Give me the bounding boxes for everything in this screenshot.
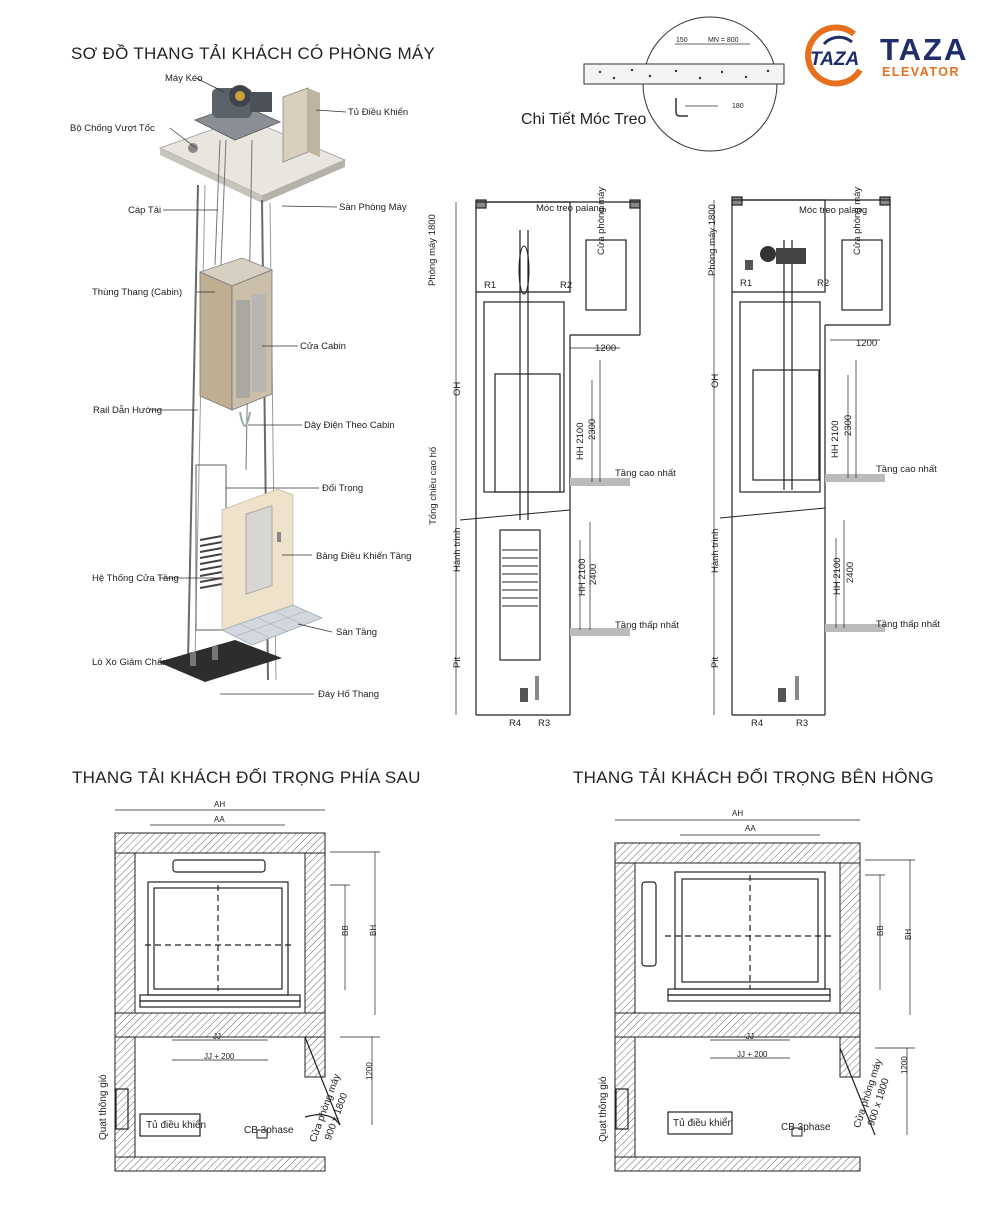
section-right-r1: R1	[740, 278, 753, 289]
hook-dim-180: 180	[732, 103, 744, 110]
section-right-pit: Pit	[710, 656, 721, 668]
plan-right-tu-dieu-khien: Tủ điều khiển	[673, 1118, 734, 1129]
label-day-dien: Dây Điện Theo Cabin	[304, 420, 395, 431]
section-right-hh-top: HH 2100	[830, 420, 841, 459]
section-right-r4: R4	[751, 718, 764, 729]
plan-left-quat: Quạt thông gió	[98, 1074, 109, 1140]
section-left-tong-chieu-cao: Tổng chiều cao hố	[428, 446, 439, 525]
label-cua-cabin: Cửa Cabin	[300, 341, 346, 352]
section-diagrams	[455, 196, 891, 716]
label-day-ho: Đáy Hố Thang	[318, 689, 380, 700]
plan-right-jj200: JJ + 200	[737, 1050, 768, 1059]
section-right-tang-cao-nhat: Tầng cao nhất	[876, 464, 937, 475]
section-right-r2: R2	[817, 278, 830, 289]
brand-name: TAZA	[880, 32, 969, 67]
section-right-2300: 2300	[843, 414, 854, 436]
plan-left-bh: BH	[369, 924, 378, 936]
plan-left-jj: JJ	[213, 1032, 221, 1041]
plan-title-right: THANG TẢI KHÁCH ĐỐI TRỌNG BÊN HÔNG	[573, 768, 934, 787]
brand-badge-text: TAZA	[810, 49, 859, 70]
label-doi-trong: Đối Trọng	[322, 483, 364, 494]
section-right-phong-may: Phòng máy 1800	[707, 204, 718, 276]
label-rail-dan-huong: Rail Dẫn Hướng	[93, 405, 163, 416]
plan-right-ah: AH	[732, 809, 744, 818]
section-right-moc-treo: Móc treo palang	[799, 205, 868, 216]
brand-subtitle: ELEVATOR	[882, 65, 960, 79]
section-right-tang-thap-nhat: Tầng thấp nhất	[876, 619, 940, 630]
label-bo-chong-vuot-toc: Bộ Chống Vượt Tốc	[70, 123, 155, 134]
section-left-2400: 2400	[588, 563, 599, 585]
section-left-r4: R4	[509, 718, 522, 729]
section-right-2400: 2400	[845, 561, 856, 583]
plan-drawings	[114, 809, 915, 1172]
section-right-r3: R3	[796, 718, 809, 729]
label-san-phong-may: Sàn Phòng Máy	[339, 202, 407, 213]
plan-right-quat: Quạt thông gió	[598, 1076, 609, 1142]
plan-right-bb: BB	[876, 925, 885, 936]
hook-dim-mn: MN = 800	[708, 37, 739, 44]
plan-right-jj: JJ	[746, 1032, 754, 1041]
plan-left-bb: BB	[341, 925, 350, 936]
section-right-cua-phong-may: Cửa phòng máy	[852, 186, 863, 255]
section-left-tang-thap-nhat: Tầng thấp nhất	[615, 620, 679, 631]
label-lo-xo: Lò Xo Giảm Chấn	[92, 657, 168, 668]
label-he-thong-cua-tang: Hệ Thống Cửa Tầng	[92, 573, 179, 584]
plan-left-cb: CB 3phase	[244, 1125, 294, 1136]
section-left-cua-phong-may: Cửa phòng máy	[596, 186, 607, 255]
section-left-r2: R2	[560, 280, 573, 291]
brand-emblem: TAZA	[805, 24, 863, 87]
section-left-moc-treo: Móc treo palang	[536, 203, 605, 214]
label-thung-thang: Thùng Thang (Cabin)	[92, 287, 183, 298]
hook-dim-150: 150	[676, 37, 688, 44]
section-left-r3: R3	[538, 718, 551, 729]
label-cap-tai: Cáp Tải	[128, 205, 162, 216]
elevator-illustration	[150, 77, 347, 695]
plan-left-tu-dieu-khien: Tủ điều khiển	[146, 1120, 207, 1131]
plan-left-1200: 1200	[365, 1062, 374, 1080]
plan-right-bh: BH	[904, 928, 913, 940]
section-left-oh: OH	[452, 381, 463, 396]
plan-title-left: THANG TẢI KHÁCH ĐỐI TRỌNG PHÍA SAU	[72, 768, 421, 787]
section-right-hanh-trinh: Hành trình	[710, 528, 721, 573]
label-bang-dieu-khien: Bảng Điều Khiển Tầng	[316, 551, 412, 562]
label-san-tang: Sàn Tầng	[336, 627, 378, 638]
plan-left-ah: AH	[214, 800, 226, 809]
section-right-dim-1200: 1200	[856, 338, 878, 349]
label-may-keo: Máy Kéo	[165, 73, 203, 84]
section-left-tang-cao-nhat: Tầng cao nhất	[615, 468, 676, 479]
plan-right-aa: AA	[745, 824, 756, 833]
plan-right-1200: 1200	[900, 1056, 909, 1074]
section-left-2300: 2300	[587, 418, 598, 440]
section-left-phong-may: Phòng máy 1800	[427, 214, 438, 286]
section-left-pit: Pit	[452, 656, 463, 668]
plan-left-aa: AA	[214, 815, 225, 824]
plan-right-cb: CB 3phase	[781, 1122, 831, 1133]
section-left-hanh-trinh: Hành trình	[452, 527, 463, 572]
section-left-r1: R1	[484, 280, 497, 291]
section-left-hh-bottom: HH 2100	[577, 558, 588, 597]
label-tu-dieu-khien: Tủ Điều Khiển	[348, 107, 409, 118]
section-right-hh-bottom: HH 2100	[832, 557, 843, 596]
section-right-oh: OH	[710, 373, 721, 388]
section-left-hh-top: HH 2100	[575, 422, 586, 461]
section-left-dim-1200: 1200	[595, 343, 617, 354]
plan-left-jj200: JJ + 200	[204, 1052, 235, 1061]
main-title: SƠ ĐỒ THANG TẢI KHÁCH CÓ PHÒNG MÁY	[71, 44, 436, 63]
hook-slab	[583, 63, 785, 85]
brand-logo: TAZA TAZA ELEVATOR	[802, 24, 992, 88]
hook-detail-caption: Chi Tiết Móc Treo	[521, 111, 647, 128]
